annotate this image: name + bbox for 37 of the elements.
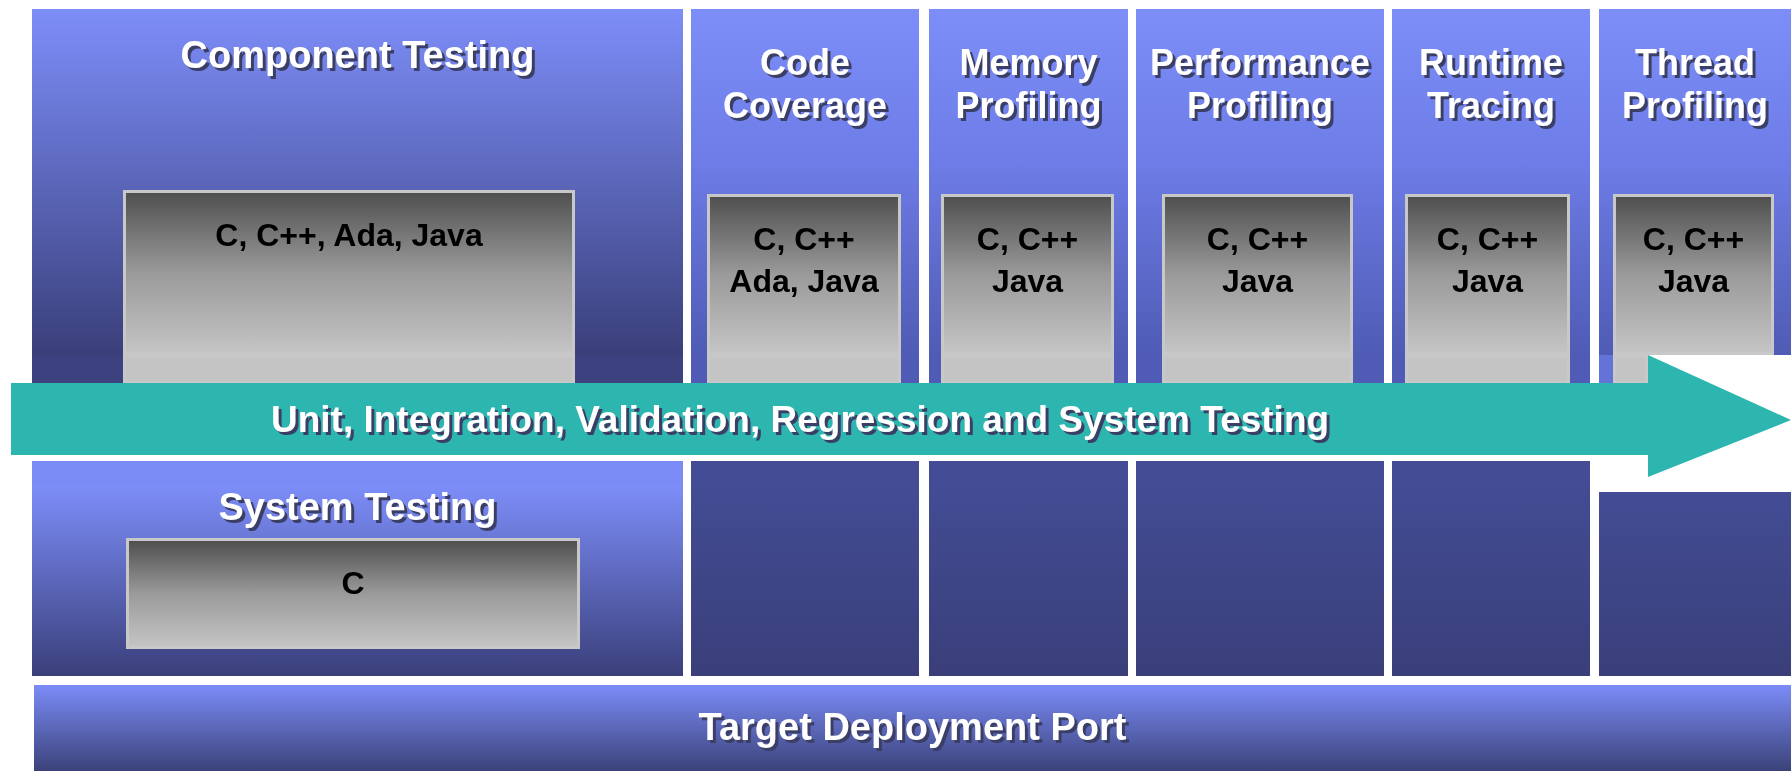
column-base <box>1392 485 1590 676</box>
category-panel <box>32 9 683 355</box>
panel-title: Component Testing <box>180 33 535 78</box>
panel-title: Performance Profiling <box>1148 41 1372 128</box>
language-list: C, C++ Java <box>1177 219 1338 303</box>
category-panel <box>1136 9 1384 355</box>
arrow-label: Unit, Integration, Validation, Regression and System Testing <box>271 399 1330 441</box>
port-bar <box>34 685 1791 771</box>
language-box <box>126 538 580 649</box>
language-box <box>707 194 901 355</box>
category-panel <box>691 9 919 355</box>
language-list: C, C++ Java <box>1408 219 1567 303</box>
language-list: C, C++ Ada, Java <box>724 219 884 303</box>
panel-title: Code Coverage <box>721 41 889 128</box>
process-arrow <box>11 355 1791 485</box>
language-list: C, C++, Ada, Java <box>215 215 483 257</box>
language-box <box>1162 194 1353 355</box>
category-panel <box>1599 9 1791 355</box>
language-box <box>123 190 575 355</box>
panel-title: System Testing <box>218 485 497 530</box>
column-base <box>929 485 1128 676</box>
panel-title: Target Deployment Port <box>698 705 1127 751</box>
category-panel <box>929 9 1128 355</box>
column-base <box>691 485 919 676</box>
language-list: C <box>341 563 365 605</box>
panel-title: Memory Profiling <box>954 41 1103 128</box>
column-base <box>1136 485 1384 676</box>
category-panel <box>32 485 683 676</box>
panel-title: Runtime Tracing <box>1418 41 1564 128</box>
language-box <box>1405 194 1570 355</box>
language-list: C, C++ Java <box>1616 219 1771 303</box>
category-panel <box>1392 9 1590 355</box>
panel-title: Thread Profiling <box>1621 41 1769 128</box>
column-base <box>1599 492 1791 676</box>
language-box <box>1613 194 1774 355</box>
language-box <box>941 194 1114 355</box>
language-list: C, C++ Java <box>947 219 1108 303</box>
